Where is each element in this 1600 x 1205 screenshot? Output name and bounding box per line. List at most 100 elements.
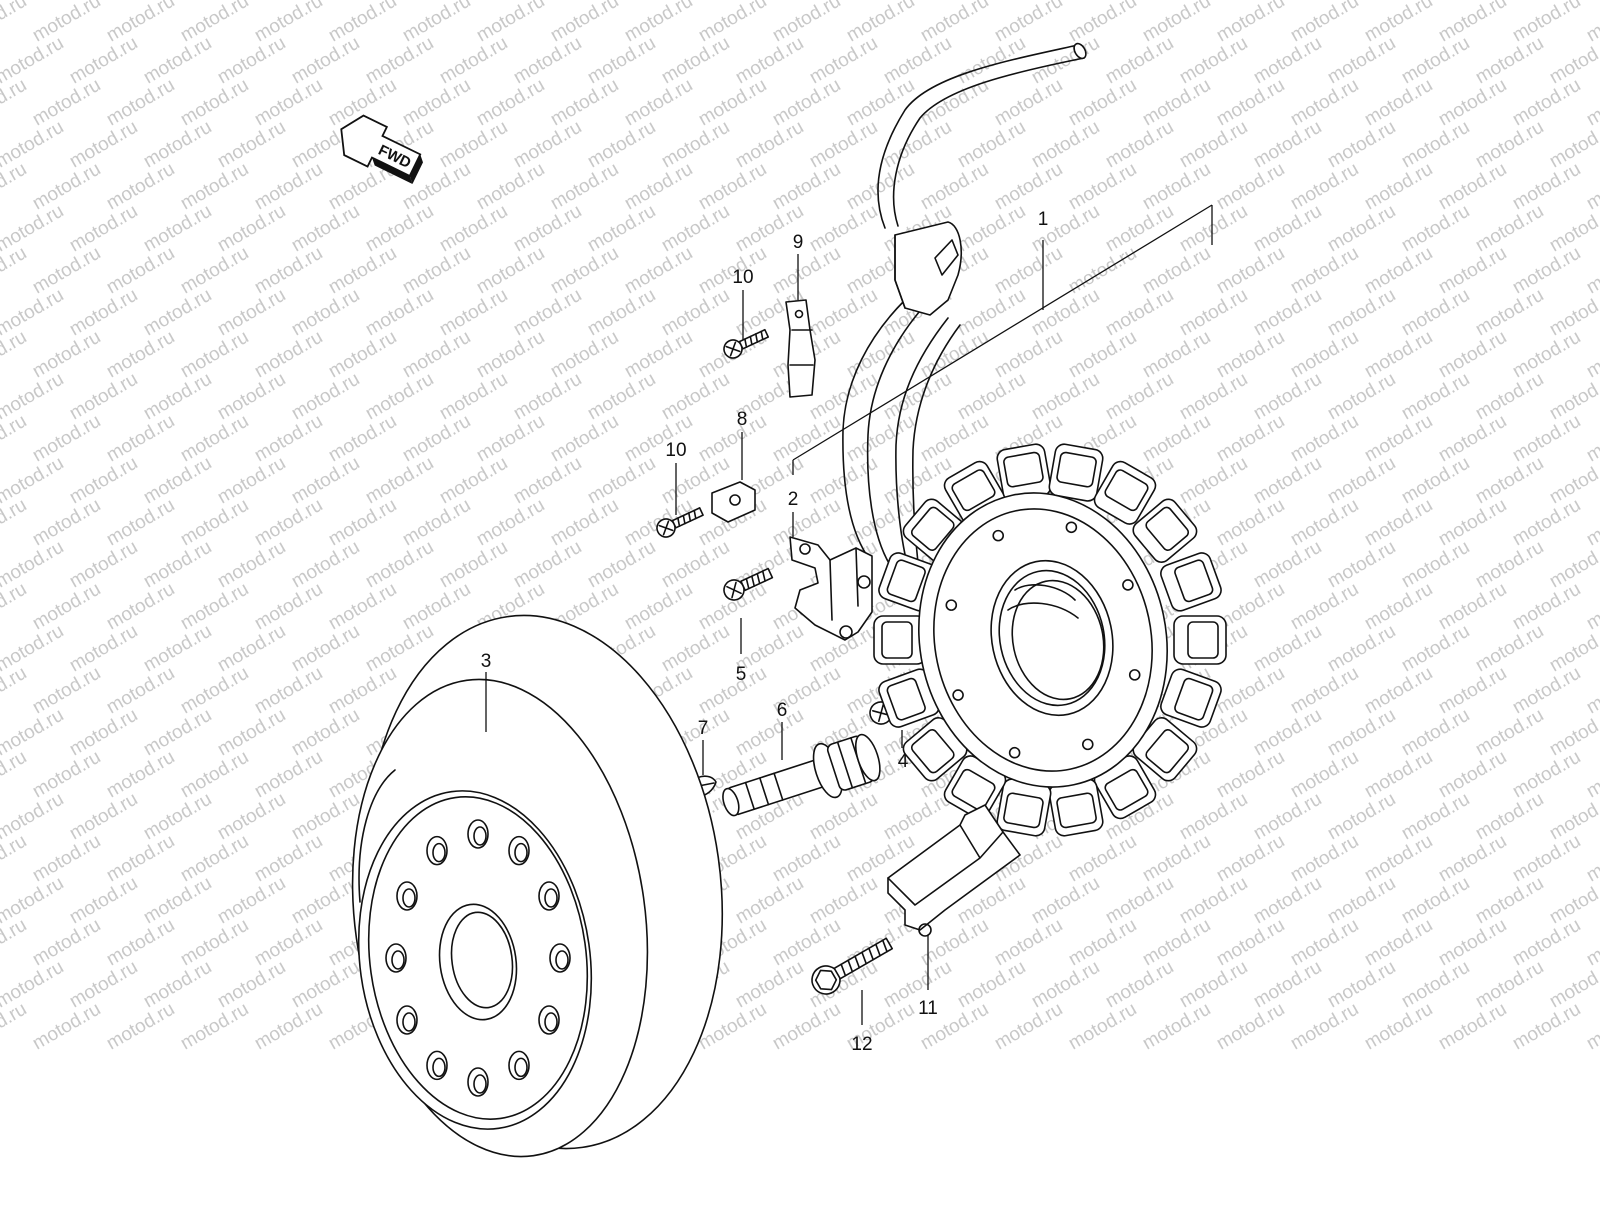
watermark-text: motod.ru (288, 957, 363, 1013)
watermark-text: motod.ru (1509, 0, 1584, 46)
stator-tooth (1048, 443, 1104, 502)
watermark-text: motod.ru (1435, 495, 1510, 551)
watermark-text: motod.ru (29, 999, 104, 1055)
watermark-text: motod.ru (288, 285, 363, 341)
watermark-text: motod.ru (621, 579, 696, 635)
watermark-text: motod.ru (1583, 411, 1600, 467)
watermark-text: motod.ru (1139, 411, 1214, 467)
watermark-text: motod.ru (1509, 747, 1584, 803)
watermark-text: motod.ru (917, 159, 992, 215)
watermark-text: motod.ru (103, 411, 178, 467)
watermark-text: motod.ru (251, 411, 326, 467)
watermark-text: motod.ru (66, 285, 141, 341)
watermark-text: motod.ru (177, 915, 252, 971)
part-6-bolt (722, 733, 881, 817)
watermark-text: motod.ru (584, 537, 659, 593)
stator-hole (1081, 738, 1094, 751)
watermark-text: motod.ru (1176, 285, 1251, 341)
stator-hole (1065, 521, 1078, 534)
watermark-text: motod.ru (436, 33, 511, 89)
watermark-text: motod.ru (1509, 411, 1584, 467)
watermark-text: motod.ru (362, 33, 437, 89)
watermark-text: motod.ru (1213, 243, 1288, 299)
watermark-text: motod.ru (1435, 411, 1510, 467)
watermark-text: motod.ru (29, 243, 104, 299)
watermark-text: motod.ru (0, 243, 30, 299)
watermark-text: motod.ru (1583, 999, 1600, 1055)
watermark-text: motod.ru (1139, 999, 1214, 1055)
callout-1: 1 (1038, 209, 1049, 230)
watermark-text: motod.ru (436, 369, 511, 425)
watermark-text: motod.ru (954, 117, 1029, 173)
watermark-text: motod.ru (473, 159, 548, 215)
watermark-text: motod.ru (769, 0, 844, 46)
watermark-text: motod.ru (1250, 33, 1325, 89)
callout-6: 6 (777, 700, 788, 721)
watermark-text: motod.ru (214, 789, 289, 845)
watermark-text: motod.ru (103, 243, 178, 299)
watermark-text: motod.ru (177, 159, 252, 215)
stator-tooth (1132, 498, 1198, 563)
rotor-hole-inner (555, 950, 569, 970)
watermark-text: motod.ru (1583, 663, 1600, 719)
watermark-text: motod.ru (695, 75, 770, 131)
stator-tooth (1093, 460, 1157, 525)
watermark-text: motod.ru (1176, 789, 1251, 845)
watermark-text: motod.ru (214, 537, 289, 593)
part-2-wire-clamp (789, 536, 873, 641)
callout-10-lower: 10 (665, 440, 686, 461)
watermark-text: motod.ru (436, 453, 511, 509)
watermark-text: motod.ru (177, 75, 252, 131)
watermark-text: motod.ru (1139, 243, 1214, 299)
watermark-text: motod.ru (658, 537, 733, 593)
watermark-text: motod.ru (1398, 789, 1473, 845)
watermark-text: motod.ru (806, 33, 881, 89)
watermark-text: motod.ru (399, 495, 474, 551)
watermark-text: motod.ru (1398, 33, 1473, 89)
watermark-text: motod.ru (1324, 201, 1399, 257)
part-11-cover (887, 804, 1021, 937)
watermark-text: motod.ru (325, 0, 400, 46)
watermark-text: motod.ru (0, 663, 30, 719)
watermark-text: motod.ru (843, 0, 918, 46)
watermark-text: motod.ru (214, 201, 289, 257)
watermark-text: motod.ru (1028, 33, 1103, 89)
stator-tooth (878, 668, 940, 728)
watermark-text: motod.ru (0, 579, 30, 635)
watermark-text: motod.ru (1176, 957, 1251, 1013)
watermark-text: motod.ru (510, 117, 585, 173)
watermark-text: motod.ru (325, 663, 400, 719)
watermark-text: motod.ru (621, 0, 696, 46)
watermark-text: motod.ru (1250, 117, 1325, 173)
watermark-text: motod.ru (103, 915, 178, 971)
watermark-text: motod.ru (769, 75, 844, 131)
watermark-text: motod.ru (103, 831, 178, 887)
watermark-text: motod.ru (66, 537, 141, 593)
watermark-text: motod.ru (1435, 663, 1510, 719)
watermark-text: motod.ru (695, 159, 770, 215)
watermark-text: motod.ru (1435, 831, 1510, 887)
stator-hole (952, 689, 964, 701)
watermark-text: motod.ru (177, 495, 252, 551)
watermark-text: motod.ru (1213, 75, 1288, 131)
watermark-text: motod.ru (1250, 621, 1325, 677)
watermark-text: motod.ru (1361, 999, 1436, 1055)
watermark-text: motod.ru (1287, 915, 1362, 971)
callout-9: 9 (793, 232, 804, 253)
watermark-text: motod.ru (1583, 327, 1600, 383)
watermark-text: motod.ru (1361, 831, 1436, 887)
watermark-text: motod.ru (0, 747, 30, 803)
part-10-screw-upper (723, 328, 770, 359)
watermark-text: motod.ru (1287, 327, 1362, 383)
watermark-text: motod.ru (1472, 453, 1547, 509)
watermark-text: motod.ru (1583, 831, 1600, 887)
watermark-text: motod.ru (177, 831, 252, 887)
watermark-text: motod.ru (1065, 0, 1140, 46)
rotor-hole (426, 835, 448, 866)
watermark-text: motod.ru (66, 33, 141, 89)
watermark-text: motod.ru (621, 75, 696, 131)
watermark-text: motod.ru (140, 285, 215, 341)
watermark-text: motod.ru (880, 117, 955, 173)
watermark-text: motod.ru (806, 117, 881, 173)
watermark-text: motod.ru (806, 789, 881, 845)
